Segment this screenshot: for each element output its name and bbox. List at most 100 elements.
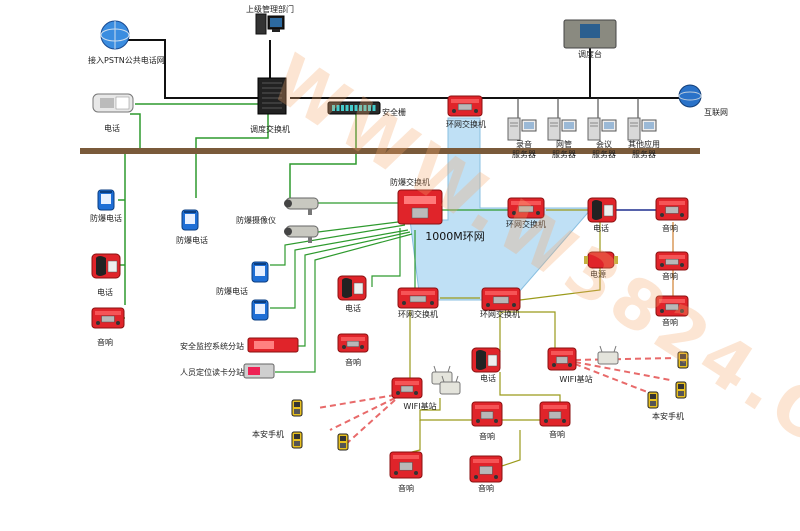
wifi-station-left-icon <box>391 377 423 399</box>
console-icon <box>563 19 617 49</box>
network-diagram: 上级管理部门接入PSTN公共电话网电话调度交换机安全栅环网交换机调度台互联网录音… <box>80 5 800 531</box>
device-icons <box>80 13 702 483</box>
wifi-signal-left-0 <box>317 394 396 409</box>
handset-icon-3 <box>337 433 349 451</box>
mgmt-computer-icon <box>255 13 285 35</box>
label-phone-lower: 电话 <box>480 374 496 383</box>
label-ring-switch-left: 环网交换机 <box>398 310 438 319</box>
label-wifi-right: WIFI基站 <box>559 375 593 384</box>
pstn-link <box>118 39 270 99</box>
barrier-link <box>289 114 357 205</box>
ring-switch-left-icon <box>397 287 439 309</box>
wifi-signal-left-1 <box>329 397 396 431</box>
label-safety-monitor: 安全监控系统分站 <box>180 342 244 351</box>
personnel-reader-icon <box>243 363 275 379</box>
label-server-1: 网管 服务器 <box>552 140 576 159</box>
speaker-icon-lower1 <box>471 401 503 427</box>
reader-link <box>275 233 413 373</box>
green-trunk-mid <box>195 113 269 198</box>
phone-icon-mid <box>337 275 367 301</box>
label-speaker-1: 音响 <box>97 338 113 347</box>
label-handset-right: 本安手机 <box>652 412 684 421</box>
handset-icon-5 <box>675 381 687 399</box>
handset-icon-1 <box>291 399 303 417</box>
label-console: 调度台 <box>578 50 602 59</box>
handset-icon-6 <box>647 391 659 409</box>
power-to-ringsw <box>519 268 601 301</box>
label-ring-switch-top: 环网交换机 <box>446 120 486 129</box>
ring-switch-mid-icon <box>481 287 521 311</box>
label-ring-network: 1000M环网 <box>425 230 485 243</box>
handset-icon-2 <box>291 431 303 449</box>
label-handset-left: 本安手机 <box>252 430 284 439</box>
speaker-icon-r3 <box>655 295 689 317</box>
speaker-icon-r2 <box>655 251 689 271</box>
safety-monitor-icon <box>247 337 299 353</box>
label-speaker-r3: 音响 <box>662 318 678 327</box>
label-server-2: 会议 服务器 <box>592 140 616 159</box>
internet-globe-icon <box>678 84 702 108</box>
access-point-left-icon-2 <box>439 375 461 395</box>
phone-icon-right <box>587 197 617 223</box>
label-phone-mid: 电话 <box>345 304 361 313</box>
label-speaker-lower1: 音响 <box>479 432 495 441</box>
handset-icon-4 <box>677 351 689 369</box>
ringsw-to-wifi-right <box>500 311 556 352</box>
label-speaker-mid: 音响 <box>345 358 361 367</box>
server-nms-icon <box>547 117 577 141</box>
label-speaker-r2: 音响 <box>662 272 678 281</box>
exphone-a-link <box>270 224 406 266</box>
phone-mid-link <box>371 228 401 287</box>
label-phone-1: 电话 <box>97 288 113 297</box>
speaker-icon-1 <box>91 307 125 329</box>
monitor-link <box>298 231 411 347</box>
label-phone-right: 电话 <box>593 224 609 233</box>
wifi-signal-left-2 <box>344 399 396 446</box>
label-speaker-lower2: 音响 <box>549 430 565 439</box>
ex-camera-icon-2 <box>284 225 319 243</box>
label-ring-switch-mid: 环网交换机 <box>480 310 520 319</box>
label-dispatch-switch: 调度交换机 <box>250 125 290 134</box>
label-upper-mgmt: 上级管理部门 <box>246 5 294 14</box>
dispatch-rack-icon <box>257 77 287 115</box>
label-speaker-r1: 音响 <box>662 224 678 233</box>
speaker-icon-r1 <box>655 197 689 221</box>
cam2-link <box>317 221 399 233</box>
label-pstn: 接入PSTN公共电话网 <box>88 56 165 65</box>
server-conference-icon <box>587 117 617 141</box>
label-power: 电源 <box>590 270 606 279</box>
speaker-icon-mid <box>337 333 369 353</box>
label-speaker-lower3: 音响 <box>398 484 414 493</box>
server-other-icon <box>627 117 657 141</box>
ex-phone-icon-3 <box>251 261 269 283</box>
label-server-3: 其他应用 服务器 <box>628 140 660 159</box>
ring-switch-top-icon <box>447 95 483 117</box>
wifi-signal-right-1 <box>574 361 671 381</box>
server-recording-icon <box>507 117 537 141</box>
access-point-left-icon-1 <box>431 365 453 385</box>
ex-switch-icon <box>397 189 443 225</box>
phone-icon-lower <box>471 347 501 373</box>
ex-camera-icon-1 <box>284 197 319 215</box>
power-unit-icon <box>584 251 618 269</box>
ring-switch-right-icon <box>507 197 545 219</box>
speaker-icon-lower3 <box>389 451 423 479</box>
label-ex-phone-3: 防爆电话 <box>216 287 248 296</box>
ground-surface-band <box>80 148 700 154</box>
ex-phone-icon-2 <box>181 209 199 231</box>
label-wifi-left: WIFI基站 <box>403 402 437 411</box>
exphone-b-link <box>270 229 409 309</box>
wifi-station-right-icon <box>547 347 577 371</box>
access-point-right-icon <box>597 345 619 365</box>
label-ring-switch-right: 环网交换机 <box>506 220 546 229</box>
label-ex-phone-1: 防爆电话 <box>90 214 122 223</box>
ex-phone-icon-1 <box>97 189 115 211</box>
speaker-icon-lower2 <box>539 401 571 427</box>
label-security-barrier: 安全栅 <box>382 108 406 117</box>
wifi-signal-right-0 <box>574 357 676 361</box>
speaker-icon-lower4 <box>469 455 503 483</box>
label-surface-phone: 电话 <box>104 124 120 133</box>
label-server-0: 录音 服务器 <box>512 140 536 159</box>
wifi-signal-right-2 <box>574 363 656 396</box>
globe-icon <box>100 20 130 50</box>
